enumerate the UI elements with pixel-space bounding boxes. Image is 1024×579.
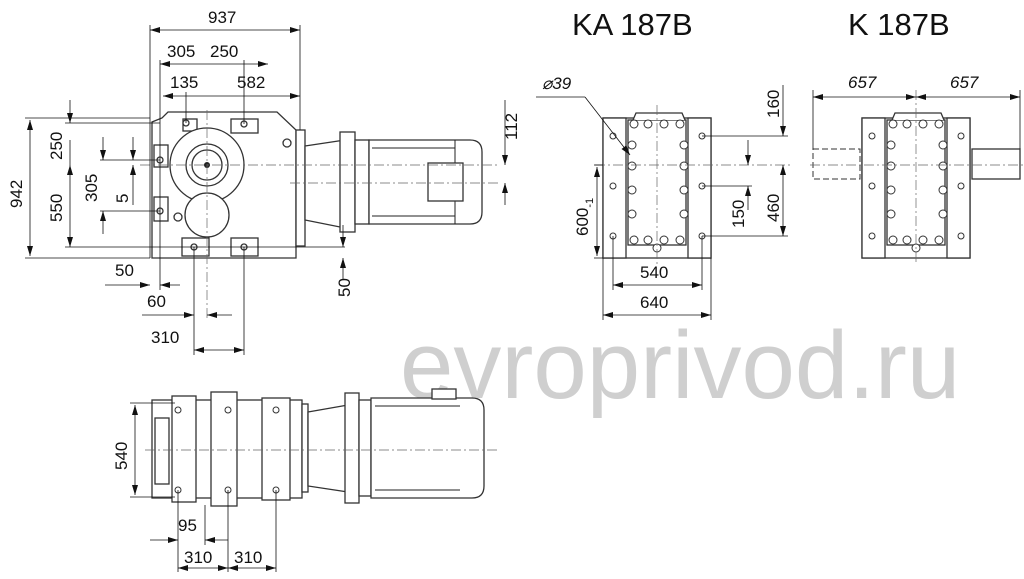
dim-540-bottom: 540 [112,442,131,470]
dim-250-left: 250 [47,132,66,160]
housing-flange [295,129,306,247]
dim-310-bottom-a: 310 [184,548,212,567]
dim-50-right: 50 [335,278,354,297]
dim-600-tolerance: -1 [584,198,596,208]
adapter-cone [304,139,346,229]
dim-135: 135 [170,73,198,92]
dim-540: 540 [640,263,668,282]
dim-942: 942 [7,180,26,208]
dim-112: 112 [502,113,521,140]
dim-582: 582 [237,73,265,92]
dim-937: 937 [208,8,236,27]
dim-250-top: 250 [210,42,238,61]
dim-310-front: 310 [151,328,179,347]
dim-550: 550 [47,194,66,222]
dim-600: 600 [573,208,592,236]
motor-body [368,139,483,225]
dim-5: 5 [113,194,132,203]
bottom-view: 540 95 310 310 [112,388,500,572]
dim-640: 640 [640,293,668,312]
dim-310-bottom-b: 310 [234,548,262,567]
watermark: evroprivod.ru [400,312,960,419]
dim-60: 60 [147,292,166,311]
front-view: 937 305 250 135 582 942 250 550 305 5 50… [7,8,521,355]
dim-hole-diameter: ⌀39 [542,74,572,93]
terminal-box [427,162,464,202]
dim-657-right: 657 [950,73,979,92]
dim-305-top: 305 [167,42,195,61]
dim-460: 460 [764,194,783,222]
motor-body-bottom [370,397,485,499]
shaft-left-dashed [812,148,861,180]
ka-side-view: ⌀39 160 460 150 600-1 540 640 [536,74,790,320]
dim-160: 160 [764,90,783,118]
title-ka-187b: KA 187B [572,7,693,42]
k-side-view: 657 657 [810,73,1024,265]
svg-text:600-1: 600-1 [573,198,596,236]
dim-305-left: 305 [82,174,101,202]
title-k-187b: K 187B [848,7,950,42]
dim-95: 95 [178,516,197,535]
dim-50-bottom: 50 [115,261,134,280]
dim-150: 150 [729,200,748,228]
dim-657-left: 657 [848,73,877,92]
shaft-right [971,148,1021,180]
motor-flange [339,131,356,233]
